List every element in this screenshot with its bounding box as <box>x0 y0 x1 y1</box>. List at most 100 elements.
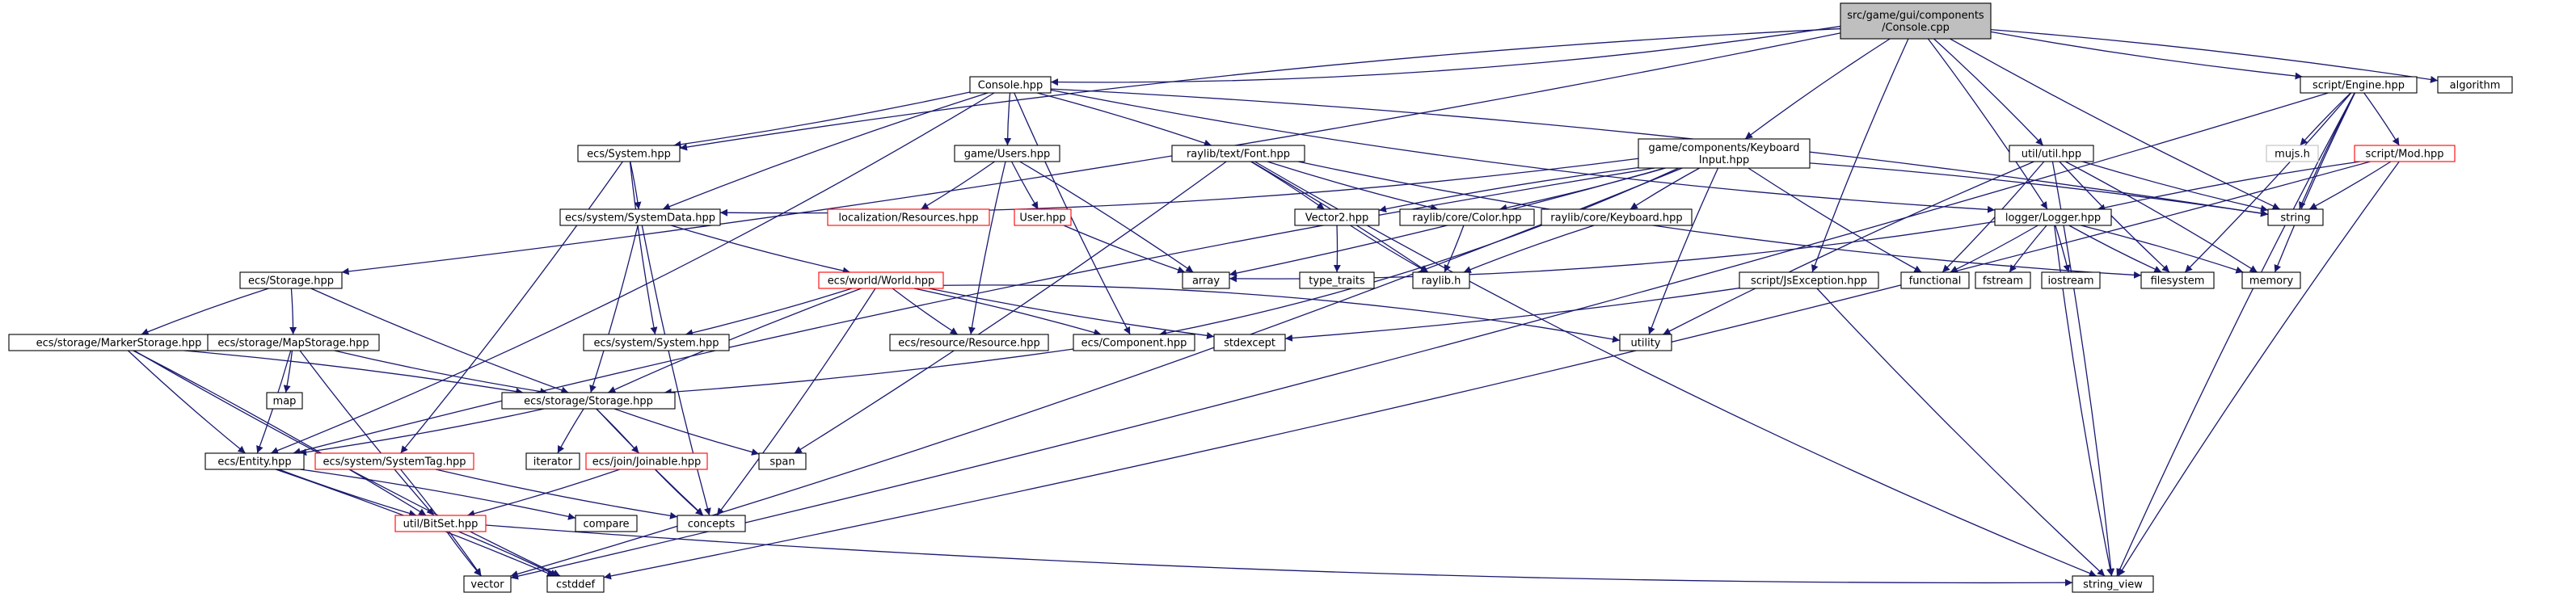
node-label: cstddef <box>556 579 596 591</box>
edge-bitset_hpp-to-vector <box>446 531 482 577</box>
node-localization-hpp[interactable]: localization/Resources.hpp <box>827 208 990 226</box>
node-label: concepts <box>688 519 736 531</box>
node-js-exception-hpp[interactable]: script/JsException.hpp <box>1739 271 1879 289</box>
edge-font_hpp-to-vector2_hpp <box>1250 161 1325 210</box>
edge-root-to-util_hpp <box>1933 38 2044 146</box>
node-ecs-system-hpp[interactable]: ecs/System.hpp <box>577 145 681 162</box>
node-root[interactable]: src/game/gui/components/Console.cpp <box>1840 2 1992 40</box>
node-label: ecs/system/SystemData.hpp <box>565 212 715 225</box>
edge-root-to-string <box>1950 38 2280 210</box>
edge-util_hpp-to-memory <box>2065 161 2258 273</box>
node-label: ecs/storage/MarkerStorage.hpp <box>36 338 202 350</box>
node-bitset-hpp[interactable]: util/BitSet.hpp <box>394 515 487 532</box>
edge-joinable_hpp-to-concepts <box>654 469 704 516</box>
node-label: array <box>1192 275 1220 288</box>
node-string[interactable]: string <box>2267 208 2324 226</box>
node-label: filesystem <box>2151 275 2205 288</box>
edge-joinable_hpp-to-bitset_hpp <box>466 469 621 518</box>
node-utility[interactable]: utility <box>1619 334 1672 351</box>
node-system-tag-hpp[interactable]: ecs/system/SystemTag.hpp <box>314 452 474 470</box>
node-concepts[interactable]: concepts <box>677 515 746 532</box>
node-fstream[interactable]: fstream <box>1975 271 2031 289</box>
node-array[interactable]: array <box>1182 271 1230 289</box>
node-raylib-h[interactable]: raylib.h <box>1412 271 1470 289</box>
node-world-hpp[interactable]: ecs/world/World.hpp <box>818 271 944 289</box>
node-label: ecs/system/SystemTag.hpp <box>323 456 466 469</box>
node-resource-hpp[interactable]: ecs/resource/Resource.hpp <box>889 334 1049 351</box>
edge-bitset_hpp-to-string_view <box>485 524 2073 586</box>
edge-console_hpp-to-ecs_system_hpp <box>673 91 971 149</box>
node-mod-hpp[interactable]: script/Mod.hpp <box>2354 145 2456 162</box>
edge-storage_storage_hpp-to-span <box>613 408 760 456</box>
edge-map_storage_hpp-to-bitset_hpp <box>299 350 435 516</box>
edge-entity_hpp-to-bitset_hpp <box>278 469 417 517</box>
node-label: utility <box>1631 338 1661 350</box>
edge-keyboard_input_hpp-to-keyboard_hpp <box>1629 167 1701 210</box>
node-user-hpp[interactable]: User.hpp <box>1014 208 1072 226</box>
node-font-hpp[interactable]: raylib/text/Font.hpp <box>1171 145 1305 162</box>
node-algorithm[interactable]: algorithm <box>2437 76 2513 94</box>
node-compare[interactable]: compare <box>575 515 638 532</box>
node-type-traits[interactable]: type_traits <box>1299 271 1375 289</box>
node-label: raylib/core/Keyboard.hpp <box>1550 212 1682 225</box>
node-label: script/Engine.hpp <box>2312 80 2405 92</box>
node-system-data-hpp[interactable]: ecs/system/SystemData.hpp <box>559 208 721 226</box>
node-storage-storage-hpp[interactable]: ecs/storage/Storage.hpp <box>501 392 676 410</box>
node-component-hpp[interactable]: ecs/Component.hpp <box>1073 334 1195 351</box>
edge-keyboard_hpp-to-raylib_h <box>1463 225 1595 273</box>
node-label: ecs/System.hpp <box>587 149 671 161</box>
node-label: script/JsException.hpp <box>1751 275 1867 288</box>
node-memory[interactable]: memory <box>2241 271 2301 289</box>
node-label: functional <box>1909 275 1962 288</box>
node-vector2-hpp[interactable]: Vector2.hpp <box>1294 208 1380 226</box>
node-joinable-hpp[interactable]: ecs/join/Joinable.hpp <box>585 452 708 470</box>
edge-storage_storage_hpp-to-iterator <box>557 408 584 454</box>
node-label: algorithm <box>2450 80 2501 92</box>
edge-game_users_hpp-to-array <box>1019 161 1194 273</box>
node-label: ecs/resource/Resource.hpp <box>898 338 1039 350</box>
node-span[interactable]: span <box>758 452 807 470</box>
edge-world_hpp-to-component_hpp <box>913 288 1102 336</box>
edge-system_data_hpp-to-storage_storage_hpp <box>589 225 639 393</box>
node-marker-storage-hpp[interactable]: ecs/storage/MarkerStorage.hpp <box>8 334 230 351</box>
edge-font_hpp-to-color_hpp <box>1267 161 1439 212</box>
node-ecs-storage-hpp[interactable]: ecs/Storage.hpp <box>239 271 343 289</box>
edge-root-to-ecs_system_hpp <box>679 27 1841 151</box>
node-logger-hpp[interactable]: logger/Logger.hpp <box>1994 208 2112 226</box>
edge-font_hpp-to-string_view <box>1254 161 2097 577</box>
node-keyboard-hpp[interactable]: raylib/core/Keyboard.hpp <box>1541 208 1693 226</box>
node-iterator[interactable]: iterator <box>525 452 580 470</box>
node-console-hpp[interactable]: Console.hpp <box>969 76 1052 94</box>
node-color-hpp[interactable]: raylib/core/Color.hpp <box>1399 208 1535 226</box>
node-label: ecs/storage/MapStorage.hpp <box>217 338 369 350</box>
node-filesystem[interactable]: filesystem <box>2140 271 2215 289</box>
edge-root-to-js_exception_hpp <box>1811 38 1909 273</box>
node-iostream[interactable]: iostream <box>2041 271 2101 289</box>
node-label: raylib/core/Color.hpp <box>1412 212 1521 225</box>
edges-layer <box>127 25 2439 586</box>
node-string-view[interactable]: string_view <box>2072 575 2154 593</box>
edge-console_hpp-to-entity_hpp <box>270 92 995 454</box>
edge-engine_hpp-to-filesystem <box>2184 92 2352 273</box>
node-game-users-hpp[interactable]: game/Users.hpp <box>954 145 1060 162</box>
node-system-system-hpp[interactable]: ecs/system/System.hpp <box>583 334 730 351</box>
edge-ecs_system_hpp-to-system_data_hpp <box>630 161 642 210</box>
node-engine-hpp[interactable]: script/Engine.hpp <box>2300 76 2418 94</box>
node-map-storage-hpp[interactable]: ecs/storage/MapStorage.hpp <box>207 334 380 351</box>
node-entity-hpp[interactable]: ecs/Entity.hpp <box>204 452 305 470</box>
node-map[interactable]: map <box>266 392 303 410</box>
node-stdexcept[interactable]: stdexcept <box>1213 334 1286 351</box>
node-functional[interactable]: functional <box>1900 271 1970 289</box>
node-label: game/Users.hpp <box>964 149 1051 161</box>
node-util-hpp[interactable]: util/util.hpp <box>2009 145 2094 162</box>
node-cstddef[interactable]: cstddef <box>546 575 605 593</box>
node-label: script/Mod.hpp <box>2366 149 2444 161</box>
node-label: localization/Resources.hpp <box>838 212 978 225</box>
node-label: iostream <box>2047 275 2093 288</box>
edge-logger_hpp-to-functional <box>1950 225 2038 273</box>
node-vector[interactable]: vector <box>463 575 512 593</box>
edge-world_hpp-to-concepts <box>716 288 876 516</box>
node-label: stdexcept <box>1224 338 1275 350</box>
edge-keyboard_input_hpp-to-utility <box>1648 167 1719 335</box>
